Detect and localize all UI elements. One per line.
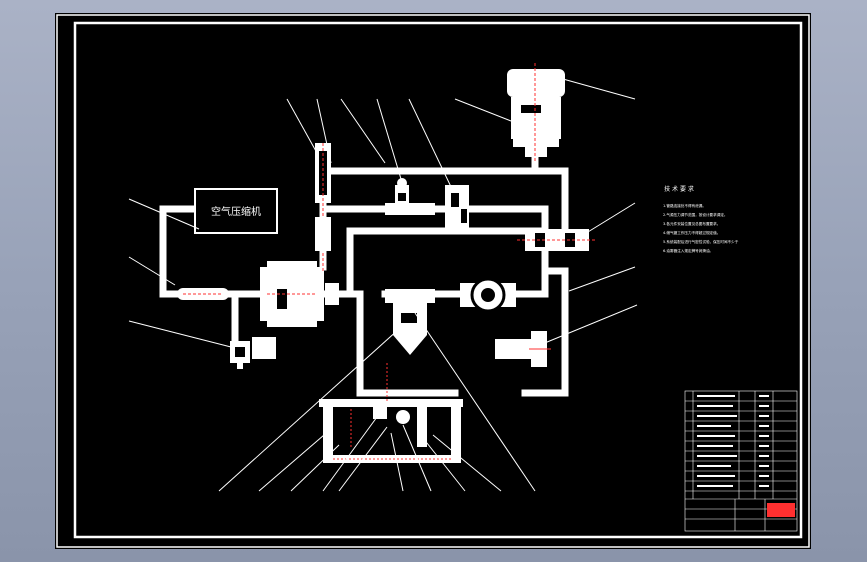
tech-note: 6.油雾器注入规定牌号润滑油。 — [663, 248, 713, 253]
pneumatic-schematic: 空气压缩机 — [56, 14, 810, 548]
water-tank — [319, 363, 463, 463]
filter-column — [315, 143, 331, 273]
parts-list-rows — [697, 395, 769, 487]
title-stamp — [767, 503, 795, 517]
pump — [460, 277, 516, 313]
cooler — [177, 288, 229, 300]
tech-note: 5.系统装配后进行气密性试验，保压时间不少于 — [663, 239, 739, 244]
tech-note: 2.气源压力调节范围，按设计要求调定。 — [663, 212, 728, 217]
tech-note: 1.管路连接处不得有泄漏。 — [663, 203, 706, 208]
drawing-sheet: 空气压缩机 — [55, 13, 811, 549]
inner-frame — [73, 21, 803, 539]
technical-requirements: 技 术 要 求 1.管路连接处不得有泄漏。 2.气源压力调节范围，按设计要求调定… — [663, 185, 739, 253]
tech-title: 技 术 要 求 — [664, 185, 694, 193]
air-compressor: 空气压缩机 — [194, 188, 278, 234]
solenoid-valve — [445, 185, 469, 229]
right-actuator — [495, 331, 551, 367]
pressure-switch — [230, 337, 276, 369]
top-storage-tank — [507, 63, 565, 163]
parts-list — [684, 390, 798, 532]
tech-note: 3.各元件安装位置见总图布置要求。 — [663, 221, 720, 226]
outer-frame — [56, 14, 810, 548]
separator — [385, 289, 435, 355]
leader-lines — [128, 78, 638, 492]
air-tank — [260, 261, 339, 327]
compressor-label: 空气压缩机 — [211, 205, 261, 218]
check-valve — [385, 178, 435, 215]
directional-valve — [517, 229, 595, 251]
tech-note: 4.储气罐工作压力不得超过规定值。 — [663, 230, 720, 235]
